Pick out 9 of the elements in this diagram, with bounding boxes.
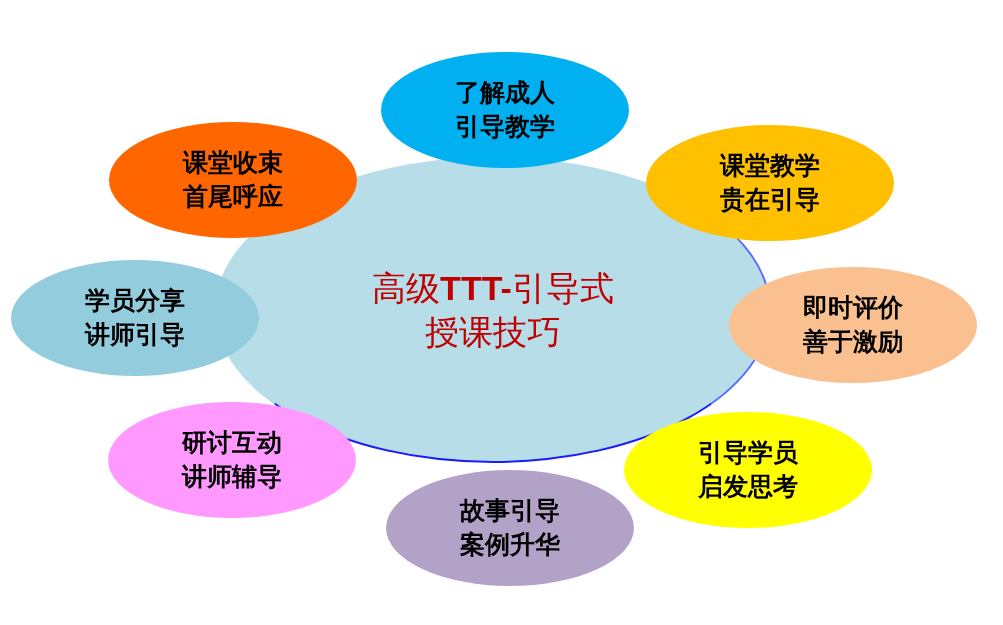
topic-text: 课堂教学贵在引导: [718, 150, 821, 216]
topic-text: 引导学员启发思考: [697, 437, 799, 503]
topic-text: 即时评价善于激励: [802, 292, 904, 358]
title-text: 高级TTT-引导式授课技巧: [371, 266, 615, 354]
topic-text: 研讨互动讲师辅导: [180, 427, 283, 493]
topic-text: 故事引导案例升华: [458, 495, 561, 561]
topic-text: 课堂收束首尾呼应: [181, 147, 284, 213]
topic-text: 学员分享讲师引导: [83, 285, 186, 351]
topic-text: 了解成人引导教学: [454, 77, 556, 143]
